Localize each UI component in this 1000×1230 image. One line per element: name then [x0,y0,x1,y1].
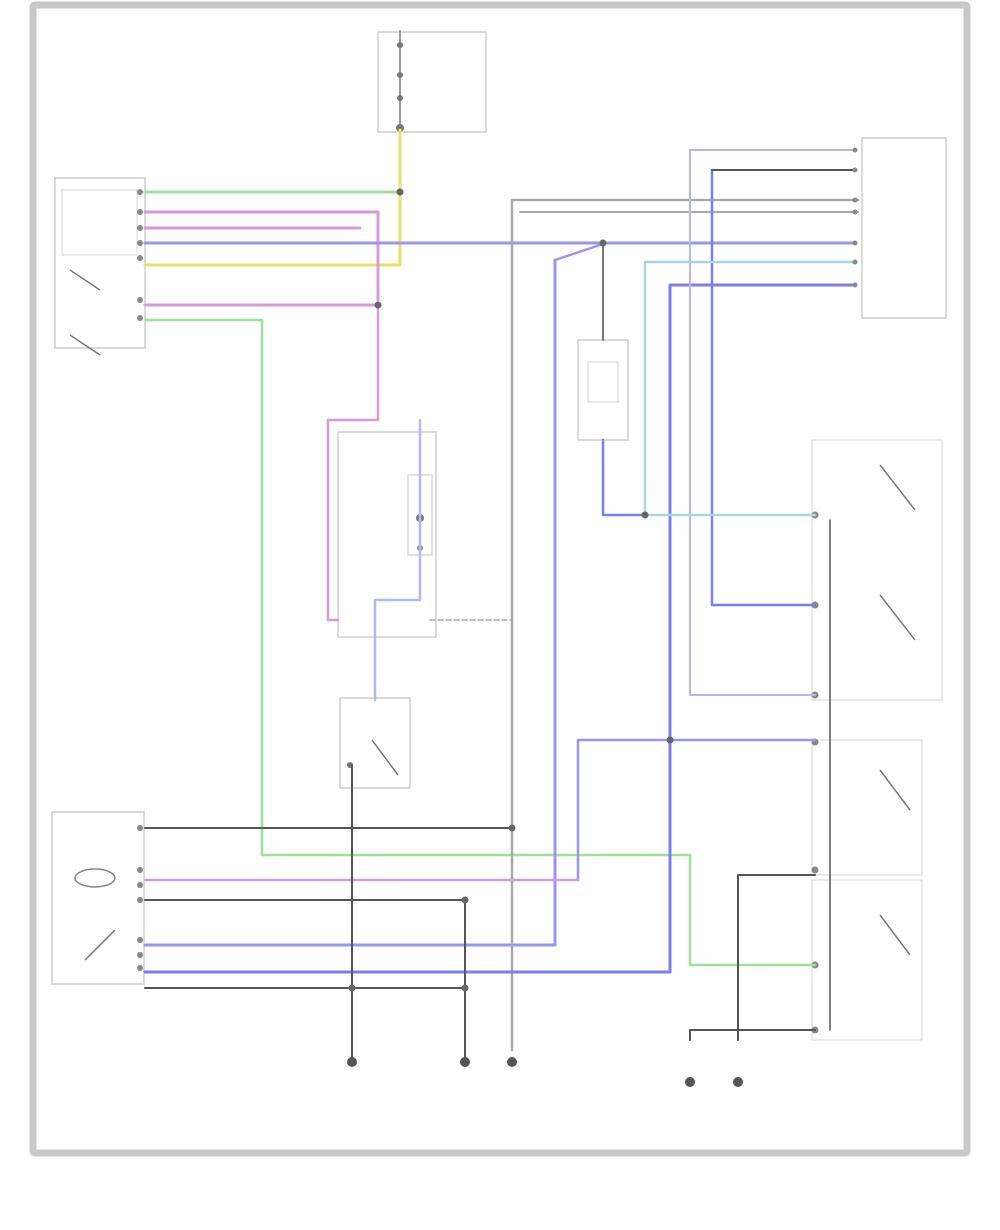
mirror-relay [337,431,437,638]
ground-icon [733,1077,743,1087]
diagram-frame [29,1,971,1157]
control-unit-right [861,137,947,319]
limit-switch-center [339,697,411,789]
motor-module [577,339,629,441]
mirror-motor-bottom-left [51,811,145,985]
fuse-block [377,30,487,133]
position-switches-right [811,439,943,1041]
ground-icon [347,1057,357,1067]
mirror-switch-left [54,177,146,356]
splice-points [348,188,674,992]
ground-icon [685,1077,695,1087]
ground-icon [460,1057,470,1067]
wire-group [143,128,860,1061]
ground-icon [507,1057,517,1067]
control-unit-pins [852,147,858,288]
ground-points [347,1057,743,1087]
